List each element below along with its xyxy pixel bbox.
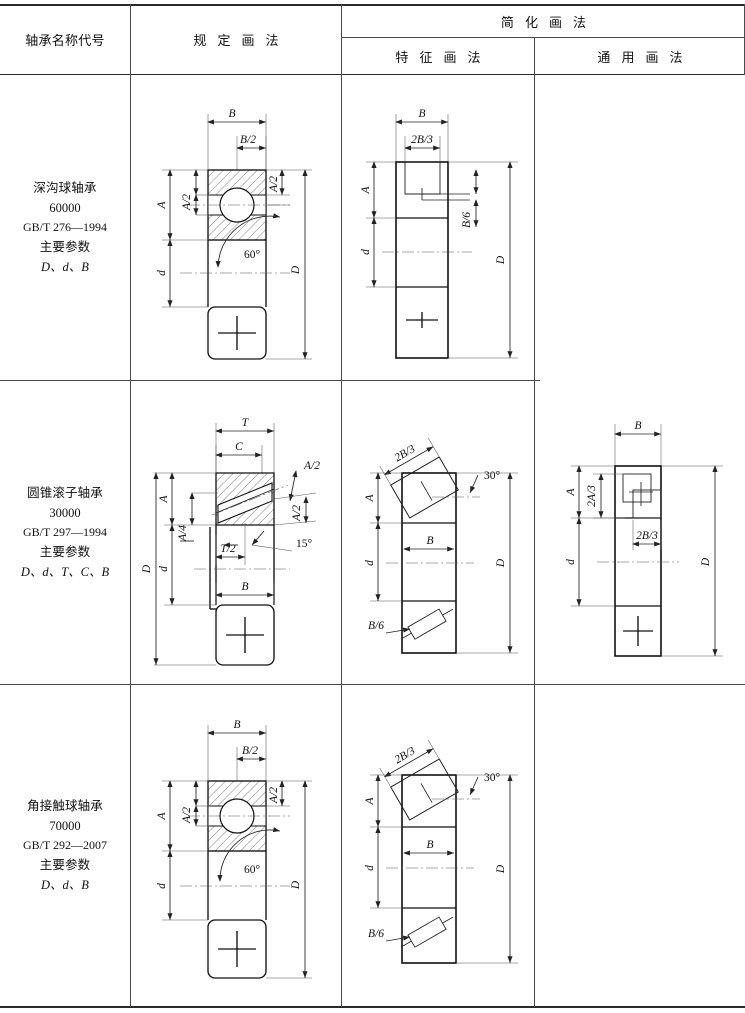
params-label: 主要参数 [39, 858, 91, 873]
label-A2-upper: A/2 [303, 460, 320, 472]
label-A4: A/4 [177, 525, 189, 542]
bearing-standard: GB/T 276—1994 [22, 219, 108, 234]
label-2A3: 2A/3 [586, 485, 598, 507]
label-A2-left: A/2 [181, 194, 193, 211]
label-30deg: 30° [484, 772, 501, 784]
label-d: d [156, 270, 168, 276]
label-D: D [495, 558, 507, 568]
label-A: A [156, 201, 168, 210]
label-2B3: 2B/3 [393, 745, 418, 766]
label-A: A [565, 488, 577, 497]
label-A: A [364, 797, 376, 806]
label-A2-left: A/2 [181, 807, 193, 824]
label-D: D [495, 255, 507, 265]
header-col-specified: 规 定 画 法 [193, 33, 283, 48]
bearing-name-cn: 角接触球轴承 [27, 798, 103, 813]
row2-row3-divider [0, 684, 745, 685]
label-D: D [700, 557, 712, 567]
label-A: A [156, 812, 168, 821]
label-B: B [228, 108, 235, 120]
drawing-angular-feature: 2B/3 30° A d B B/6 D [352, 705, 537, 990]
col-divider-name [130, 4, 131, 1007]
header-col-feature: 特 征 画 法 [395, 49, 485, 65]
params-list: D、d、B [41, 260, 89, 275]
label-B: B [418, 108, 425, 120]
label-T: T [242, 417, 250, 429]
bearing-code: 60000 [49, 200, 81, 215]
bearing-code: 30000 [49, 505, 81, 520]
drawing-deep-groove-feature: B 2B/3 A d B/6 D [352, 92, 537, 362]
label-d: d [565, 559, 577, 565]
label-d: d [156, 883, 168, 889]
params-label: 主要参数 [39, 545, 91, 560]
label-A2-right: A/2 [268, 787, 280, 804]
label-d: d [360, 249, 372, 255]
label-A: A [360, 186, 372, 195]
label-B: B [233, 719, 240, 731]
label-d: d [158, 566, 170, 572]
label-B: B [241, 581, 248, 593]
label-A2-right: A/2 [268, 176, 280, 193]
label-15deg: 15° [296, 538, 313, 550]
label-B: B [634, 420, 641, 432]
drawing-deep-groove-specified: B B/2 A d A/2 [140, 92, 340, 362]
label-2B3: 2B/3 [411, 134, 433, 146]
header-group-simplified: 简 化 画 法 [500, 14, 590, 30]
label-D: D [141, 564, 153, 574]
label-2B3: 2B/3 [636, 530, 658, 542]
row-label-tapered-roller: 圆锥滚子轴承 30000 GB/T 297—1994 主要参数 D、d、T、C、… [0, 381, 130, 684]
drawing-tapered-feature: 2B/3 30° A d B B/6 D [352, 405, 537, 680]
label-B2: B/2 [242, 745, 258, 757]
label-B6: B/6 [461, 212, 473, 228]
label-2B3: 2B/3 [393, 443, 418, 464]
label-D: D [290, 880, 302, 890]
params-list: D、d、B [41, 878, 89, 893]
table-bottom-border [0, 1006, 745, 1008]
row1-row2-divider [0, 380, 540, 381]
label-60deg: 60° [244, 249, 261, 261]
bearing-name-cn: 深沟球轴承 [33, 180, 97, 195]
label-A2-lower: A/2 [291, 505, 303, 522]
label-D: D [290, 265, 302, 275]
label-B6: B/6 [368, 620, 384, 632]
header-bottom-border [0, 74, 745, 75]
bearing-name-cn: 圆锥滚子轴承 [27, 485, 103, 500]
label-B: B [426, 839, 433, 851]
row-label-angular-contact: 角接触球轴承 70000 GB/T 292—2007 主要参数 D、d、B [0, 685, 130, 1006]
header-group-divider [341, 37, 745, 38]
label-30deg: 30° [484, 470, 501, 482]
label-D: D [495, 864, 507, 874]
params-label: 主要参数 [39, 240, 91, 255]
header-col-name: 轴承名称代号 [25, 33, 105, 48]
bearing-code: 70000 [49, 818, 81, 833]
bearing-standard: GB/T 297—1994 [22, 524, 108, 539]
label-A: A [364, 494, 376, 503]
params-list: D、d、T、C、B [20, 565, 110, 580]
label-d: d [364, 560, 376, 566]
col-divider-feature [534, 37, 535, 1007]
col-divider-specified [341, 4, 342, 1007]
label-60deg: 60° [244, 864, 261, 876]
label-C: C [235, 441, 243, 453]
drawing-angular-specified: B B/2 A d A/2 A/2 [140, 705, 340, 990]
label-B2: B/2 [240, 134, 256, 146]
label-d: d [364, 865, 376, 871]
header-col-general: 通 用 画 法 [597, 49, 687, 65]
bearing-standard: GB/T 292—2007 [22, 837, 108, 852]
label-B: B [426, 535, 433, 547]
label-B6: B/6 [368, 928, 384, 940]
label-A: A [158, 495, 170, 504]
drawing-tapered-specified: T C A d D [140, 405, 340, 675]
table-top-border [0, 4, 745, 6]
row-label-deep-groove: 深沟球轴承 60000 GB/T 276—1994 主要参数 D、d、B [0, 75, 130, 380]
drawing-tapered-general: B 2A/3 2B/3 A d [545, 410, 740, 690]
